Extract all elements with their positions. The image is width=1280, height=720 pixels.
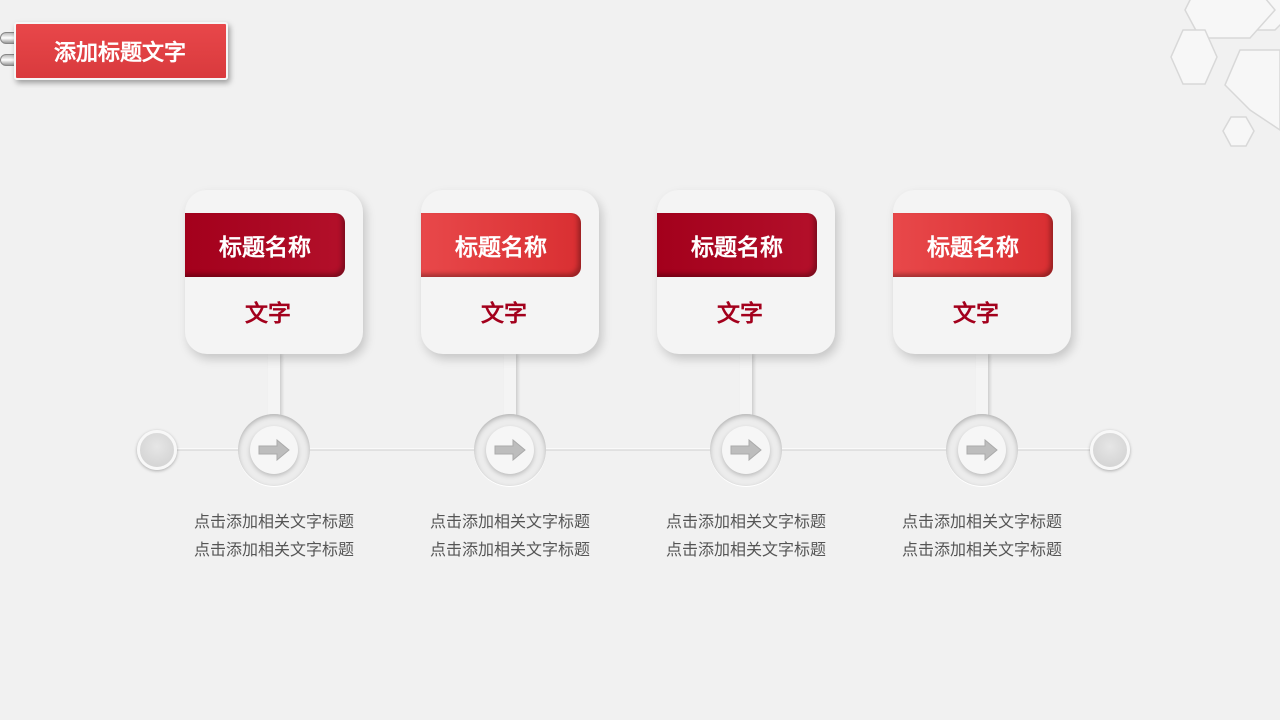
step-description: 点击添加相关文字标题 点击添加相关文字标题 xyxy=(410,508,610,564)
step-desc-line: 点击添加相关文字标题 xyxy=(665,512,826,531)
arrow-right-icon xyxy=(250,426,298,474)
step-subtitle: 文字 xyxy=(717,301,763,327)
step-title: 标题名称 xyxy=(657,213,817,277)
step-subtitle: 文字 xyxy=(481,301,527,327)
arrow-right-icon xyxy=(722,426,770,474)
step-title: 标题名称 xyxy=(185,213,345,277)
step-card: 标题名称 文字 xyxy=(657,190,835,354)
timeline-line xyxy=(157,448,1110,451)
step-desc-line: 点击添加相关文字标题 xyxy=(193,512,354,531)
step-description: 点击添加相关文字标题 点击添加相关文字标题 xyxy=(174,508,374,564)
step-desc-line: 点击添加相关文字标题 xyxy=(901,512,1062,531)
step-title: 标题名称 xyxy=(893,213,1053,277)
step-title: 标题名称 xyxy=(421,213,581,277)
timeline-start-dot xyxy=(137,430,177,470)
step-desc-line: 点击添加相关文字标题 xyxy=(193,540,354,559)
step-desc-line: 点击添加相关文字标题 xyxy=(429,512,590,531)
step-card: 标题名称 文字 xyxy=(893,190,1071,354)
step-desc-line: 点击添加相关文字标题 xyxy=(429,540,590,559)
step-node xyxy=(238,414,310,486)
step-card: 标题名称 文字 xyxy=(421,190,599,354)
step-node xyxy=(710,414,782,486)
step-node xyxy=(946,414,1018,486)
arrow-right-icon xyxy=(958,426,1006,474)
step-node xyxy=(474,414,546,486)
step-description: 点击添加相关文字标题 点击添加相关文字标题 xyxy=(646,508,846,564)
step-description: 点击添加相关文字标题 点击添加相关文字标题 xyxy=(882,508,1082,564)
timeline-end-dot xyxy=(1090,430,1130,470)
step-subtitle: 文字 xyxy=(245,301,291,327)
step-card: 标题名称 文字 xyxy=(185,190,363,354)
page-title: 添加标题文字 xyxy=(14,22,228,80)
step-subtitle: 文字 xyxy=(953,301,999,327)
step-desc-line: 点击添加相关文字标题 xyxy=(665,540,826,559)
arrow-right-icon xyxy=(486,426,534,474)
step-desc-line: 点击添加相关文字标题 xyxy=(901,540,1062,559)
hexagon-decoration-icon xyxy=(1170,0,1280,147)
